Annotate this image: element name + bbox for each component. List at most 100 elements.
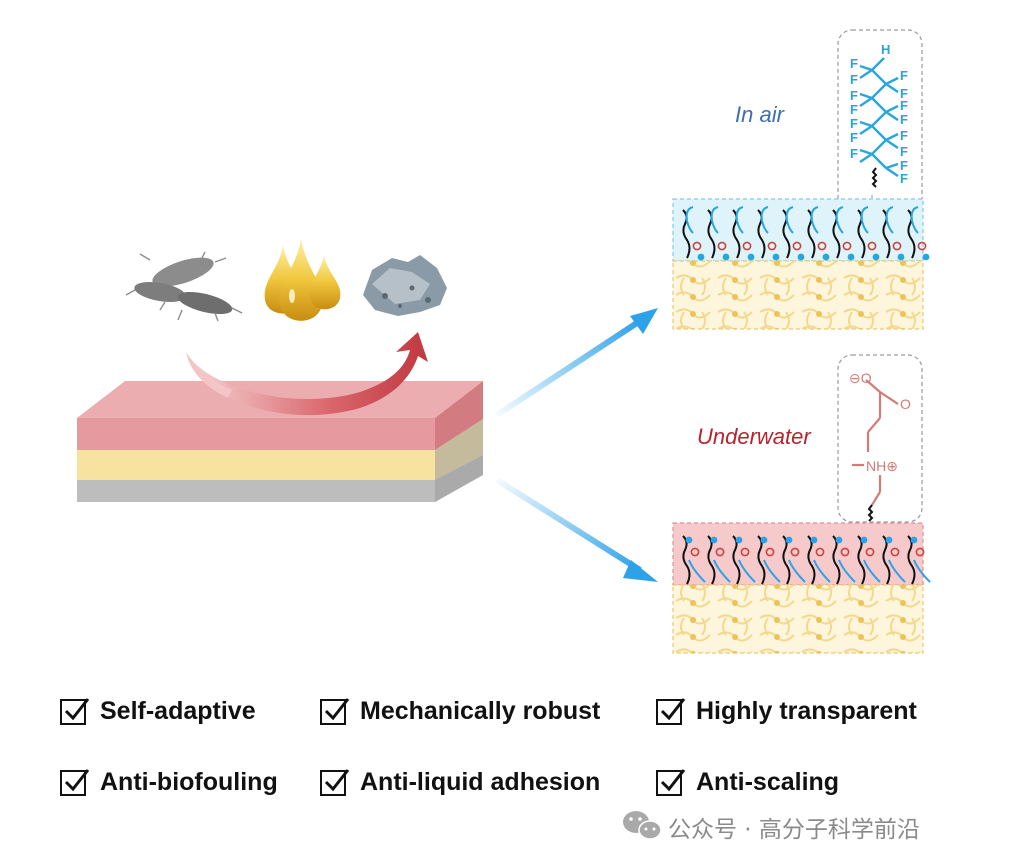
fluoro-chain bbox=[860, 206, 869, 234]
zwitterion-bead bbox=[890, 547, 900, 557]
fluoro-chain bbox=[760, 206, 769, 234]
chem-o-label: O bbox=[900, 396, 911, 412]
fluoro-chain bbox=[910, 206, 919, 234]
arrow-to-air-icon bbox=[495, 308, 658, 418]
polymer-chain bbox=[907, 535, 916, 585]
fluoro-chain bbox=[685, 206, 694, 234]
svg-text:F: F bbox=[850, 72, 858, 87]
zwitterion-bead bbox=[867, 241, 877, 251]
air-surface-layer bbox=[672, 198, 930, 330]
zwitterion-bead bbox=[742, 241, 752, 251]
zwitterion-bead bbox=[842, 241, 852, 251]
zwitterion-bead bbox=[817, 241, 827, 251]
anion-bead bbox=[722, 253, 730, 261]
chem-h-label: H bbox=[881, 42, 890, 57]
checkbox-checked-icon bbox=[656, 697, 686, 725]
svg-text:F: F bbox=[900, 98, 908, 113]
svg-text:F: F bbox=[900, 144, 908, 159]
polymer-chain bbox=[707, 535, 716, 585]
anion-bead bbox=[760, 536, 768, 544]
arrow-to-water-icon bbox=[495, 477, 658, 582]
feature-highly-transparent: Highly transparent bbox=[656, 697, 917, 726]
polymer-chain bbox=[807, 535, 816, 585]
in-air-label: In air bbox=[735, 102, 784, 127]
underwater-label: Underwater bbox=[697, 424, 811, 449]
fluoro-chain bbox=[688, 559, 706, 583]
feature-self-adaptive: Self-adaptive bbox=[60, 697, 256, 726]
feature-label: Highly transparent bbox=[696, 697, 917, 725]
fluoro-chain bbox=[710, 206, 719, 234]
fluoro-chain bbox=[788, 559, 806, 583]
anion-bead bbox=[785, 536, 793, 544]
checkbox-checked-icon bbox=[320, 697, 350, 725]
zwitterion-bead bbox=[790, 547, 800, 557]
anion-bead bbox=[897, 253, 905, 261]
wechat-icon bbox=[623, 811, 662, 840]
chem-ominus-label: ⊖O bbox=[849, 370, 872, 386]
polymer-chain bbox=[732, 535, 741, 585]
anion-bead bbox=[860, 536, 868, 544]
polymer-chain bbox=[857, 535, 866, 585]
fluoro-chain bbox=[863, 559, 881, 583]
polymer-chain bbox=[832, 535, 841, 585]
fluoro-chain bbox=[763, 559, 781, 583]
fluoro-chain bbox=[735, 206, 744, 234]
checkbox-checked-icon bbox=[60, 697, 90, 725]
fluoro-chain bbox=[813, 559, 831, 583]
svg-text:F: F bbox=[900, 158, 908, 173]
zwitterion-bead bbox=[765, 547, 775, 557]
polymer-chain bbox=[882, 535, 891, 585]
anion-bead bbox=[747, 253, 755, 261]
feature-label: Mechanically robust bbox=[360, 697, 601, 725]
svg-text:F: F bbox=[900, 112, 908, 127]
fluoro-chain bbox=[913, 559, 931, 583]
zwitterion-bead bbox=[740, 547, 750, 557]
zwitterion-bead bbox=[690, 547, 700, 557]
feature-label: Self-adaptive bbox=[100, 697, 256, 725]
anion-bead bbox=[697, 253, 705, 261]
fluoro-chain bbox=[785, 206, 794, 234]
zwitterion-bead bbox=[792, 241, 802, 251]
polymer-chain bbox=[757, 535, 766, 585]
zwitterion-bead bbox=[917, 241, 927, 251]
anion-bead bbox=[847, 253, 855, 261]
oil-drops-icon bbox=[264, 238, 341, 321]
polymer-chain bbox=[682, 535, 691, 585]
anion-bead bbox=[835, 536, 843, 544]
svg-text:F: F bbox=[900, 171, 908, 186]
chem-nh-label: NH⊕ bbox=[866, 458, 898, 474]
water-surface-layer bbox=[672, 522, 931, 654]
checkbox-checked-icon bbox=[320, 768, 350, 796]
zwitterion-bead bbox=[865, 547, 875, 557]
fluoro-chain bbox=[738, 559, 756, 583]
fluoro-chain bbox=[888, 559, 906, 583]
anion-bead bbox=[872, 253, 880, 261]
anion-bead bbox=[710, 536, 718, 544]
fluoro-chain bbox=[838, 559, 856, 583]
svg-text:F: F bbox=[900, 68, 908, 83]
polymer-chain bbox=[782, 535, 791, 585]
anion-bead bbox=[735, 536, 743, 544]
checkbox-checked-icon bbox=[60, 768, 90, 796]
svg-text:F: F bbox=[850, 56, 858, 71]
svg-text:F: F bbox=[900, 128, 908, 143]
feature-label: Anti-liquid adhesion bbox=[360, 768, 601, 796]
water-chem-structure: ⊖O O NH⊕ bbox=[837, 354, 923, 562]
anion-bead bbox=[885, 536, 893, 544]
anion-bead bbox=[922, 253, 930, 261]
checkbox-checked-icon bbox=[656, 768, 686, 796]
feature-label: Anti-scaling bbox=[696, 768, 840, 796]
svg-text:F: F bbox=[850, 88, 858, 103]
svg-text:F: F bbox=[850, 116, 858, 131]
anion-bead bbox=[810, 536, 818, 544]
feature-anti-scaling: Anti-scaling bbox=[656, 768, 839, 797]
anion-bead bbox=[797, 253, 805, 261]
anion-bead bbox=[822, 253, 830, 261]
feature-mechanically-robust: Mechanically robust bbox=[320, 697, 600, 726]
svg-text:F: F bbox=[850, 130, 858, 145]
zwitterion-bead bbox=[840, 547, 850, 557]
zwitterion-bead bbox=[692, 241, 702, 251]
fluoro-chain bbox=[713, 559, 731, 583]
anion-bead bbox=[685, 536, 693, 544]
